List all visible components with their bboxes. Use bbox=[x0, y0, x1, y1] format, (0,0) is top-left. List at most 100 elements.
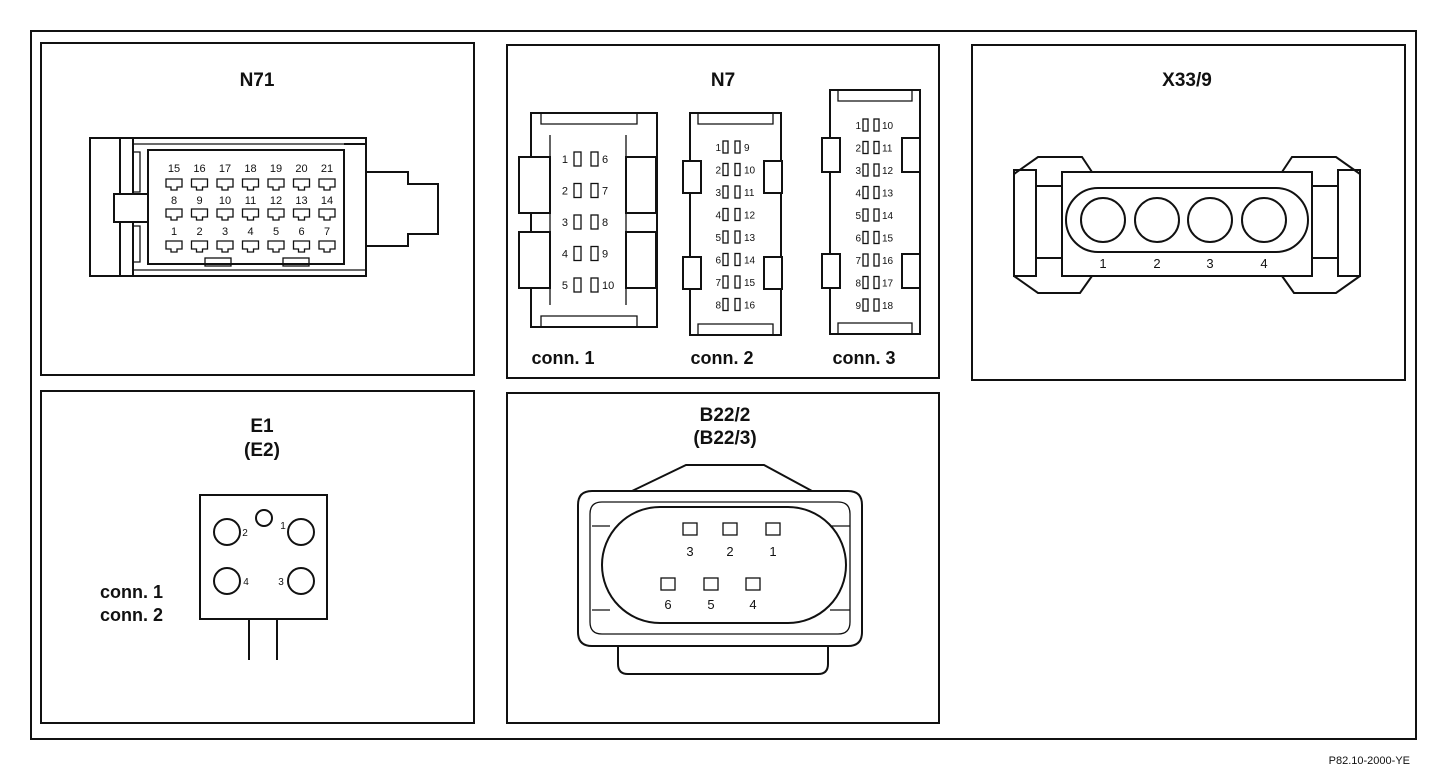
n7-pin-slot bbox=[873, 185, 880, 200]
n7-pin-slot bbox=[722, 297, 729, 312]
n7-pin-label: 11 bbox=[744, 188, 755, 199]
panel-e1: E1 (E2) 2 1 4 3 conn. 1 conn. 2 bbox=[40, 390, 475, 724]
n7-pin-slot bbox=[734, 230, 741, 244]
n7-pin-slot bbox=[722, 275, 729, 289]
panel-n71-border bbox=[40, 42, 475, 376]
n71-pin-socket bbox=[241, 208, 260, 221]
n7-pin-slot bbox=[862, 140, 869, 155]
n7-pin-slot bbox=[873, 118, 880, 132]
n7-pin-label: 2 bbox=[855, 144, 861, 155]
n71-pin-label: 5 bbox=[273, 226, 279, 238]
n71-pin-socket bbox=[267, 178, 285, 191]
e1-pin-label: 2 bbox=[242, 528, 248, 539]
n7-pin-slot bbox=[734, 207, 741, 222]
n71-pin-socket bbox=[216, 240, 234, 253]
n71-pin-socket bbox=[318, 208, 336, 221]
n7-pin-slot bbox=[734, 185, 741, 199]
n7-pin-label: 14 bbox=[744, 256, 756, 267]
panel-e1-border bbox=[40, 390, 475, 724]
n7-pin-slot bbox=[722, 230, 729, 244]
n71-pin-socket bbox=[190, 178, 209, 191]
n71-pin-socket bbox=[165, 240, 183, 253]
n71-pin-socket bbox=[292, 178, 311, 191]
panel-x33-9-title: X33/9 bbox=[1162, 70, 1212, 91]
b22-2-pin-label: 3 bbox=[686, 544, 693, 559]
n7-pin-label: 13 bbox=[882, 189, 894, 200]
n71-pin-socket bbox=[267, 240, 285, 253]
x33-9-pin-label: 3 bbox=[1206, 256, 1213, 271]
x33-9-pin-label: 2 bbox=[1153, 256, 1160, 271]
b22-2-pin-label: 4 bbox=[749, 597, 756, 612]
n71-pin-label: 3 bbox=[222, 226, 228, 238]
n7-pin-label: 15 bbox=[882, 234, 894, 245]
n7-pin-label: 4 bbox=[855, 189, 861, 200]
n7-conn-1-label: conn. 1 bbox=[531, 348, 594, 368]
n7-pin-label: 12 bbox=[882, 166, 894, 177]
panel-x33-9-border bbox=[971, 44, 1406, 381]
n7-pin-slot bbox=[573, 214, 582, 230]
n71-pin-socket bbox=[318, 178, 336, 191]
n7-pin-label: 1 bbox=[715, 143, 721, 154]
n7-pin-label: 8 bbox=[855, 279, 861, 290]
n7-pin-label: 14 bbox=[882, 211, 894, 222]
n7-pin-slot bbox=[862, 298, 869, 312]
n71-pin-socket bbox=[318, 240, 336, 253]
n71-pin-label: 20 bbox=[295, 163, 307, 175]
x33-9-connector-body bbox=[1013, 156, 1361, 294]
n71-connector-body bbox=[89, 137, 439, 277]
n7-pin-slot bbox=[734, 275, 741, 289]
panel-e1-subtitle: (E2) bbox=[244, 440, 280, 461]
n7-pin-slot bbox=[862, 163, 869, 177]
e1-pin-label: 1 bbox=[280, 521, 286, 532]
n7-pin-label: 6 bbox=[715, 256, 721, 267]
n7-pin-slot bbox=[590, 277, 599, 293]
n7-pin-slot bbox=[734, 297, 741, 312]
n71-pin-socket bbox=[190, 240, 209, 253]
panel-b22-2: B22/2 (B22/3) 3 2 1 6 5 4 bbox=[506, 392, 940, 724]
n7-pin-slot bbox=[590, 245, 599, 262]
n71-pin-label: 7 bbox=[324, 226, 330, 238]
n7-pin-label: 11 bbox=[882, 144, 893, 155]
e1-conn-label: conn. 2 bbox=[100, 605, 163, 625]
n71-pin-socket bbox=[267, 208, 285, 221]
n7-pin-slot bbox=[722, 207, 729, 222]
n71-pin-socket bbox=[292, 208, 311, 221]
n71-pin-socket bbox=[165, 208, 183, 221]
n71-pin-label: 15 bbox=[168, 163, 180, 175]
n71-pin-label: 17 bbox=[219, 163, 231, 175]
e1-pin-label: 3 bbox=[278, 577, 284, 588]
n7-pin-label: 3 bbox=[562, 217, 568, 229]
n71-pin-label: 21 bbox=[321, 163, 333, 175]
n7-conn-3-label: conn. 3 bbox=[832, 348, 895, 368]
n71-pin-socket bbox=[190, 208, 209, 221]
n7-pin-label: 5 bbox=[715, 233, 721, 244]
n71-pin-label: 2 bbox=[196, 226, 202, 238]
n7-pin-label: 3 bbox=[855, 166, 861, 177]
panel-n7-title: N7 bbox=[711, 70, 735, 91]
n71-pin-label: 4 bbox=[247, 226, 253, 238]
n7-pin-label: 4 bbox=[715, 211, 721, 222]
n71-pin-socket bbox=[216, 178, 234, 191]
n7-pin-slot bbox=[873, 275, 880, 290]
panel-b22-2-title: B22/2 bbox=[700, 405, 751, 426]
n7-pin-label: 8 bbox=[715, 301, 721, 312]
n7-pin-label: 2 bbox=[562, 186, 568, 198]
n7-pin-slot bbox=[873, 253, 880, 267]
panel-n7-border bbox=[506, 44, 940, 379]
n7-pin-slot bbox=[862, 208, 869, 222]
n7-pin-label: 9 bbox=[602, 249, 608, 261]
n7-pin-slot bbox=[573, 245, 582, 262]
n7-pin-label: 8 bbox=[602, 217, 608, 229]
n71-pin-label: 19 bbox=[270, 163, 282, 175]
n7-pin-label: 9 bbox=[855, 301, 861, 312]
n7-pin-slot bbox=[734, 162, 741, 177]
e1-connector-body bbox=[199, 494, 328, 660]
panel-x33-9: X33/9 1 2 3 4 bbox=[971, 44, 1406, 381]
n71-pin-socket bbox=[165, 178, 183, 191]
